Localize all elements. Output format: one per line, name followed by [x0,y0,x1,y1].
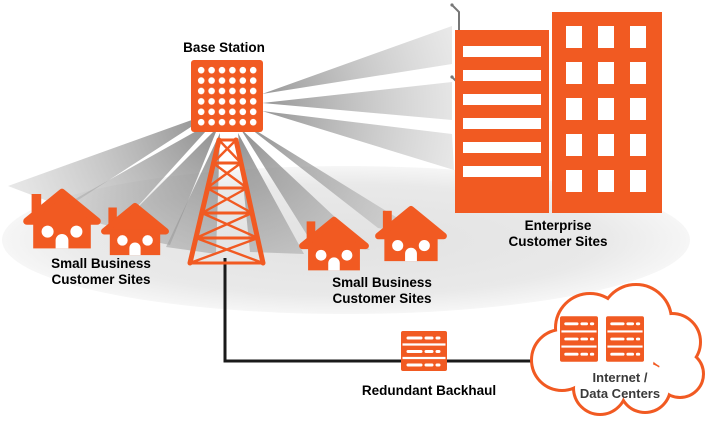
antenna-panel-icon [191,60,263,132]
office-building-icon [455,30,549,213]
small-business-mid-label-line2: Customer Sites [332,291,431,306]
redundant-backhaul-label: Redundant Backhaul [362,383,496,398]
window-stripes [463,46,541,177]
radio-beam [52,120,216,228]
radio-beam [166,133,220,254]
radio-beam [242,122,430,238]
radio-beam [262,82,452,120]
network-switch-icon [401,331,447,371]
rooftop-antenna-icon [450,3,460,31]
cloud-label-line1: Internet / [593,370,648,385]
office-building-icon [552,12,662,213]
radio-beam [262,111,454,170]
cloud-icon: Internet / Data Centers [530,283,705,416]
base-station-label: Base Station [183,40,265,55]
cloud-label-line2: Data Centers [580,386,660,401]
radio-tower-icon [187,137,266,266]
radio-beam [8,112,214,208]
window-grid [566,26,646,192]
enterprise-label-line1: Enterprise [525,218,592,233]
radio-beam [262,26,452,94]
small-business-left-label-line1: Small Business [51,256,151,271]
small-business-mid-label-line1: Small Business [332,275,432,290]
server-rack-icon [606,316,644,362]
small-business-left-label-line2: Customer Sites [51,272,150,287]
enterprise-label-line2: Customer Sites [508,234,607,249]
enterprise-buildings [450,3,662,213]
server-rack-icon [560,316,598,362]
